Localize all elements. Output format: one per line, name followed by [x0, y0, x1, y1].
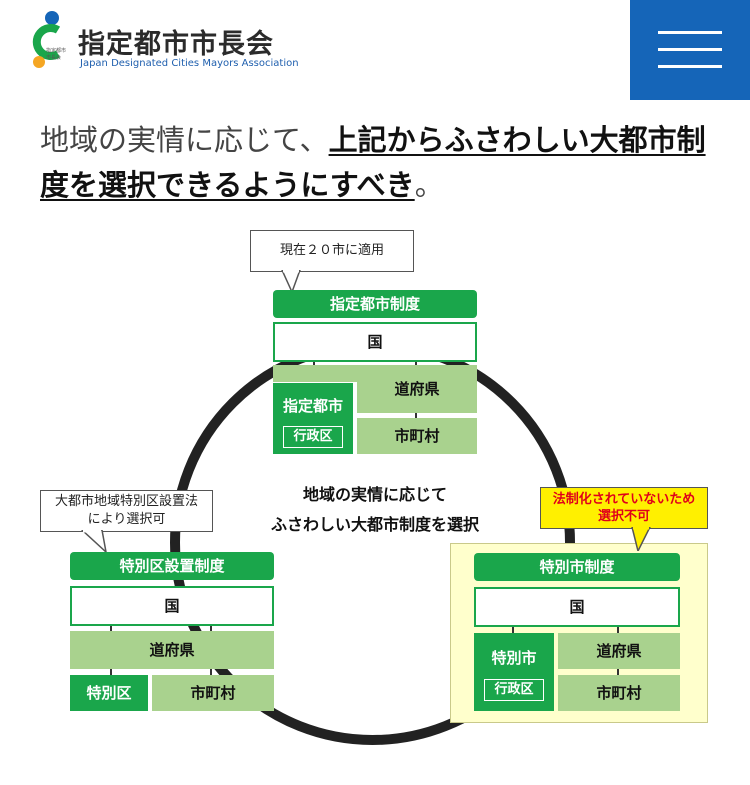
- right-prefecture-box: 道府県: [558, 633, 680, 669]
- top-callout-pointer: [281, 270, 301, 292]
- menu-button[interactable]: [630, 0, 750, 100]
- right-municipality-box: 市町村: [558, 675, 680, 711]
- headline-emphasis: 上記からふさわしい大都市制度を選択できるようにすべき: [40, 123, 706, 202]
- right-tick-3: [617, 669, 619, 675]
- center-text-line2: ふさわしい大都市制度を選択: [270, 515, 479, 534]
- org-name[interactable]: 指定都市市長会: [78, 29, 274, 60]
- top-kuni-box: 国: [273, 322, 477, 362]
- top-callout: 現在２０市に適用: [250, 230, 414, 272]
- headline-lead: 地域の実情に応じて、: [40, 123, 329, 157]
- logo-mini-text: 指定都市市長会: [46, 48, 67, 61]
- right-special-city-label: 特別市: [491, 649, 537, 667]
- right-callout: 法制化されていないため 選択不可: [540, 487, 708, 529]
- headline: 地域の実情に応じて、上記からふさわしい大都市制度を選択できるようにすべき。: [40, 118, 720, 208]
- center-text-line1: 地域の実情に応じて: [302, 485, 447, 504]
- headline-tail: 。: [414, 168, 444, 202]
- top-left-strip: [273, 365, 357, 382]
- top-system-title: 指定都市制度: [273, 290, 477, 318]
- left-tick-2: [210, 626, 212, 631]
- left-callout-line2: により選択可: [87, 512, 166, 527]
- right-tick-1: [512, 627, 514, 633]
- top-designated-city-label: 指定都市: [282, 397, 343, 415]
- left-callout-line1: 大都市地域特別区設置法: [54, 494, 198, 509]
- left-callout: 大都市地域特別区設置法 により選択可: [40, 490, 213, 532]
- left-tick-3: [110, 669, 112, 675]
- right-system-title: 特別市制度: [474, 553, 680, 581]
- left-tick-4: [210, 669, 212, 675]
- left-tick-1: [110, 626, 112, 631]
- left-kuni-box: 国: [70, 586, 274, 626]
- left-municipality-box: 市町村: [152, 675, 274, 711]
- top-municipality-box: 市町村: [357, 418, 477, 454]
- left-special-ward-box: 特別区: [70, 675, 148, 711]
- right-tick-2: [617, 627, 619, 633]
- left-callout-pointer: [80, 530, 107, 552]
- right-kuni-box: 国: [474, 587, 680, 627]
- org-name-en: Japan Designated Cities Mayors Associati…: [80, 58, 299, 69]
- top-ward-box: 行政区: [283, 426, 343, 448]
- right-callout-pointer: [631, 527, 651, 551]
- top-prefecture-box: 道府県: [357, 365, 477, 413]
- right-callout-line2: 選択不可: [597, 509, 650, 524]
- left-prefecture-box: 道府県: [70, 631, 274, 669]
- right-special-city-box: 特別市 行政区: [474, 633, 554, 711]
- right-callout-line1: 法制化されていないため: [552, 492, 696, 507]
- logo-mark-icon: [32, 11, 61, 68]
- top-designated-city-box: 指定都市 行政区: [273, 383, 353, 454]
- right-ward-box: 行政区: [484, 679, 544, 701]
- top-tick-3: [415, 413, 417, 418]
- left-system-title: 特別区設置制度: [70, 552, 274, 580]
